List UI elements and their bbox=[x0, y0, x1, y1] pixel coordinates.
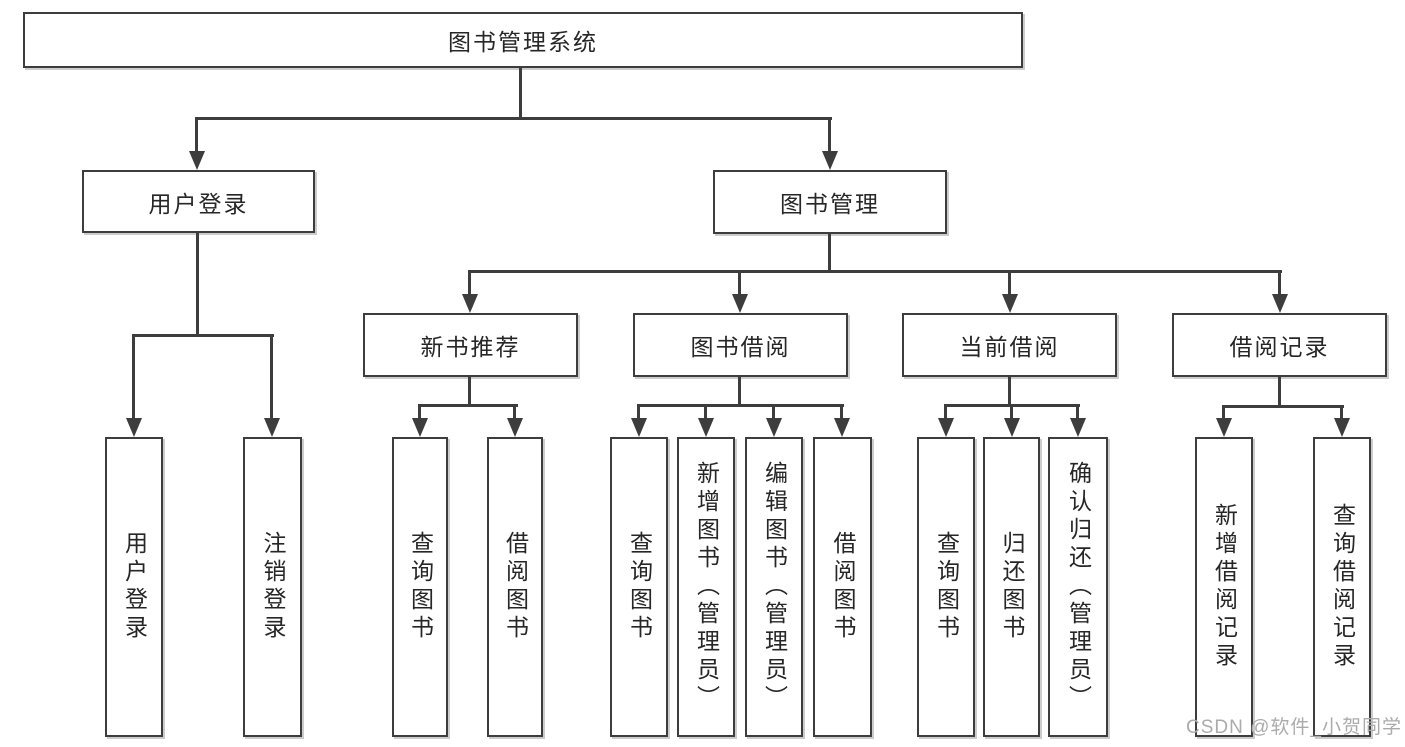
arrowhead-down-icon bbox=[126, 418, 142, 437]
leaf-logout: 注销登录 bbox=[243, 437, 302, 737]
leaf-borrow-add: 新增图书（管理员） bbox=[677, 437, 735, 737]
arrowhead-down-icon bbox=[631, 418, 647, 437]
arrowhead-down-icon bbox=[507, 418, 523, 437]
arrowhead-down-icon bbox=[1272, 294, 1288, 313]
arrowhead-down-icon bbox=[189, 151, 205, 170]
leaf-user-login-label: 用户登录 bbox=[121, 531, 148, 643]
connector-line bbox=[1076, 404, 1079, 420]
arrowhead-down-icon bbox=[834, 418, 850, 437]
leaf-records-query: 查询借阅记录 bbox=[1313, 437, 1371, 737]
arrowhead-down-icon bbox=[1070, 418, 1086, 437]
leaf-records-add: 新增借阅记录 bbox=[1195, 437, 1253, 737]
leaf-newbooks-borrow: 借阅图书 bbox=[487, 437, 543, 737]
connector-line bbox=[1222, 405, 1344, 408]
arrowhead-down-icon bbox=[822, 151, 838, 170]
leaf-borrow-edit: 编辑图书（管理员） bbox=[745, 437, 803, 737]
arrowhead-down-icon bbox=[766, 418, 782, 437]
arrowhead-down-icon bbox=[412, 418, 428, 437]
connector-line bbox=[196, 233, 199, 337]
arrowhead-down-icon bbox=[462, 294, 478, 313]
leaf-borrow-add-label: 新增图书（管理员） bbox=[693, 461, 720, 713]
leaf-records-add-label: 新增借阅记录 bbox=[1211, 503, 1238, 671]
arrowhead-down-icon bbox=[1002, 294, 1018, 313]
node-new-books: 新书推荐 bbox=[363, 313, 578, 377]
connector-line bbox=[1340, 405, 1343, 420]
leaf-current-query: 查询图书 bbox=[917, 437, 975, 737]
leaf-current-query-label: 查询图书 bbox=[933, 531, 960, 643]
leaf-borrow-borrow-label: 借阅图书 bbox=[830, 531, 856, 643]
node-book-mgmt: 图书管理 bbox=[713, 170, 947, 234]
leaf-borrow-query: 查询图书 bbox=[610, 437, 668, 737]
leaf-current-return-label: 归还图书 bbox=[999, 531, 1025, 643]
node-book-mgmt-label: 图书管理 bbox=[780, 191, 880, 217]
leaf-newbooks-query: 查询图书 bbox=[392, 437, 448, 737]
node-root: 图书管理系统 bbox=[23, 12, 1023, 68]
connector-line bbox=[828, 234, 831, 273]
connector-line bbox=[270, 334, 273, 420]
connector-line bbox=[828, 117, 831, 153]
leaf-records-query-label: 查询借阅记录 bbox=[1329, 503, 1356, 671]
arrowhead-down-icon bbox=[732, 294, 748, 313]
connector-line bbox=[195, 117, 198, 153]
node-borrow-records-label: 借阅记录 bbox=[1229, 334, 1330, 360]
connector-line bbox=[418, 404, 421, 420]
connector-line bbox=[195, 117, 832, 120]
connector-line bbox=[132, 334, 274, 337]
leaf-current-confirm-label: 确认归还（管理员） bbox=[1065, 461, 1092, 713]
connector-line bbox=[1008, 270, 1011, 297]
arrowhead-down-icon bbox=[1216, 418, 1232, 437]
arrowhead-down-icon bbox=[264, 418, 280, 437]
arrowhead-down-icon bbox=[938, 418, 954, 437]
connector-line bbox=[1278, 270, 1281, 297]
connector-line bbox=[1010, 404, 1013, 420]
arrowhead-down-icon bbox=[1004, 418, 1020, 437]
arrowhead-down-icon bbox=[1334, 418, 1350, 437]
leaf-newbooks-borrow-label: 借阅图书 bbox=[502, 531, 529, 643]
connector-line bbox=[1008, 377, 1011, 406]
node-borrow-records: 借阅记录 bbox=[1172, 313, 1387, 377]
connector-line bbox=[944, 404, 947, 420]
connector-line bbox=[519, 68, 522, 120]
csdn-watermark: CSDN @软件_小贺同学 bbox=[1186, 717, 1402, 738]
connector-line bbox=[704, 404, 707, 420]
node-current-borrow: 当前借阅 bbox=[902, 313, 1117, 377]
connector-line bbox=[468, 270, 471, 297]
leaf-logout-label: 注销登录 bbox=[260, 531, 286, 643]
connector-line bbox=[772, 404, 775, 420]
leaf-current-confirm: 确认归还（管理员） bbox=[1048, 437, 1108, 737]
connector-line bbox=[738, 270, 741, 297]
connector-line bbox=[1222, 405, 1225, 420]
connector-line bbox=[132, 334, 135, 420]
node-root-label: 图书管理系统 bbox=[448, 29, 598, 55]
leaf-borrow-borrow: 借阅图书 bbox=[813, 437, 872, 737]
node-book-borrow: 图书借阅 bbox=[633, 313, 848, 377]
connector-line bbox=[513, 404, 516, 420]
node-user-login: 用户登录 bbox=[82, 170, 315, 233]
leaf-borrow-query-label: 查询图书 bbox=[626, 531, 653, 643]
connector-line bbox=[840, 404, 843, 420]
arrowhead-down-icon bbox=[698, 418, 714, 437]
leaf-current-return: 归还图书 bbox=[983, 437, 1040, 737]
node-book-borrow-label: 图书借阅 bbox=[690, 334, 791, 360]
connector-line bbox=[468, 270, 1282, 273]
node-new-books-label: 新书推荐 bbox=[420, 334, 521, 360]
connector-line bbox=[637, 404, 640, 420]
connector-line bbox=[1278, 377, 1281, 407]
node-current-borrow-label: 当前借阅 bbox=[959, 334, 1060, 360]
leaf-borrow-edit-label: 编辑图书（管理员） bbox=[761, 461, 788, 713]
node-user-login-label: 用户登录 bbox=[148, 190, 249, 217]
leaf-newbooks-query-label: 查询图书 bbox=[407, 531, 434, 643]
connector-line bbox=[738, 377, 741, 406]
leaf-user-login: 用户登录 bbox=[105, 437, 163, 737]
connector-line bbox=[468, 377, 471, 406]
